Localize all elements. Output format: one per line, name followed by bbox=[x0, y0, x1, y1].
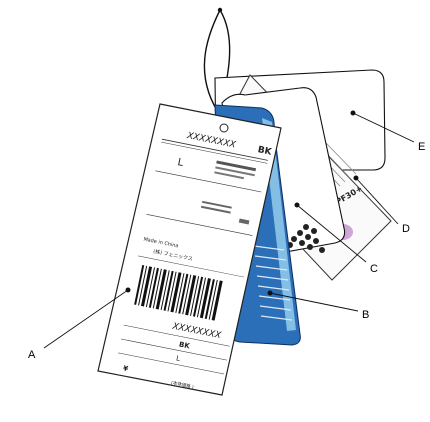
tag-b-text-lines bbox=[253, 245, 293, 321]
tag-a-size: L bbox=[176, 157, 184, 169]
callout-lines bbox=[43, 112, 415, 349]
callout-label-b: B bbox=[362, 309, 369, 321]
tag-a-bottom-color: BK bbox=[178, 339, 191, 350]
callout-label-e: E bbox=[418, 141, 425, 153]
callout-label-c: C bbox=[370, 263, 378, 275]
callout-line-b bbox=[269, 292, 359, 312]
callout-dots bbox=[125, 110, 359, 296]
tag-a-hole bbox=[219, 123, 229, 133]
callout-line-c bbox=[296, 204, 367, 263]
tag-a-barcode bbox=[134, 264, 223, 321]
tag-a-color-code: BK bbox=[257, 145, 274, 158]
callout-line-d bbox=[355, 177, 399, 225]
string-knot bbox=[217, 7, 223, 13]
callout-line-e bbox=[352, 112, 415, 143]
callout-label-d: D bbox=[402, 223, 410, 235]
callout-line-a bbox=[43, 289, 129, 349]
tag-a-bottom-size: L bbox=[175, 353, 181, 363]
tag-c-dots bbox=[287, 224, 325, 253]
tag-a: XXXXXXXX BK L Made in China (株) フェニックス bbox=[97, 103, 282, 396]
callout-label-a: A bbox=[28, 349, 36, 361]
tag-a-price-note: (本体価格 ) bbox=[171, 379, 195, 390]
tag-a-price-mark: ¥ bbox=[122, 363, 129, 373]
